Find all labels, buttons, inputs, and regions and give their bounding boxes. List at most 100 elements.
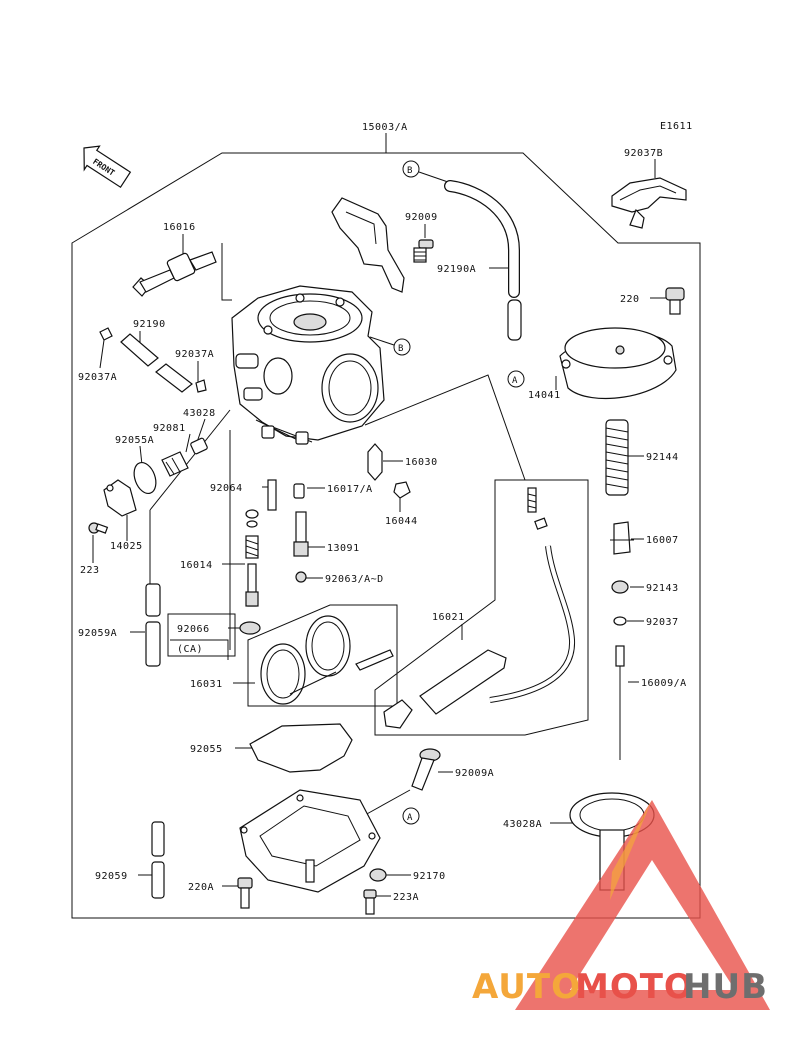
label-223A: 223A [393, 892, 419, 903]
marker-b-body: B [393, 338, 411, 356]
screw-223A [363, 889, 377, 915]
label-16017A: 16017/A [327, 484, 373, 495]
marker-b-body-label: B [398, 344, 403, 354]
screw-92009 [413, 239, 434, 263]
label-15003A: 15003/A [362, 122, 408, 133]
watermark-logo: AUTO MOTO HUB [472, 800, 770, 1010]
screw-16014 [245, 535, 259, 607]
float-bowl [239, 789, 381, 893]
label-92170: 92170 [413, 871, 446, 882]
marker-a-top-label: A [512, 376, 518, 386]
label-92009: 92009 [405, 212, 438, 223]
clamp-92037B [611, 177, 687, 229]
marker-a-bottom: A [402, 807, 420, 825]
holder-16007 [610, 521, 634, 555]
label-43028: 43028 [183, 408, 216, 419]
label-92064: 92064 [210, 483, 243, 494]
label-16031: 16031 [190, 679, 223, 690]
label-16007: 16007 [646, 535, 679, 546]
label-92190: 92190 [133, 319, 166, 330]
screw-220 [665, 287, 685, 315]
label-13091: 13091 [327, 543, 360, 554]
o-ring-92055A [133, 461, 157, 495]
pilot-jet-box [167, 613, 236, 657]
figure-code: E1611 [660, 121, 693, 132]
marker-b-top-label: B [407, 166, 412, 176]
watermark-triangle-icon [515, 800, 770, 1010]
screw-220A [237, 877, 253, 909]
marker-b-top-line [418, 171, 449, 183]
label-16009A: 16009/A [641, 678, 687, 689]
clip-16044 [393, 481, 411, 499]
valve-16016 [132, 251, 217, 297]
spring-92144 [605, 419, 629, 496]
needle-valve-16030 [367, 443, 383, 481]
label-92190A: 92190A [437, 264, 476, 275]
jet-16017A [293, 483, 305, 499]
clip-92037A-left [99, 327, 113, 341]
screw-223 [88, 522, 109, 534]
float-group-box [247, 604, 398, 707]
label-92055: 92055 [190, 744, 223, 755]
parts-92064 [245, 479, 277, 528]
label-92037: 92037 [646, 617, 679, 628]
label-92059: 92059 [95, 871, 128, 882]
screw-92009A [411, 748, 441, 791]
hose-92190A [444, 180, 522, 341]
needle-16009A [615, 645, 625, 760]
label-92081: 92081 [153, 423, 186, 434]
clip-92037A [195, 379, 207, 393]
jet-13091 [293, 511, 309, 557]
tube-92059 [151, 821, 165, 899]
cable-leader [364, 374, 526, 481]
label-92063: 92063/A~D [325, 574, 384, 585]
watermark-text-hub: HUB [683, 967, 768, 1007]
label-92055A: 92055A [115, 435, 154, 446]
watermark-text-moto: MOTO [575, 967, 694, 1007]
label-92009A: 92009A [455, 768, 494, 779]
front-arrow-icon: FRONT [83, 145, 132, 189]
plug-92066 [239, 621, 261, 635]
tube-92059A [145, 583, 161, 667]
jets-group-leader [149, 409, 231, 511]
label-16044: 16044 [385, 516, 418, 527]
throttle-group-box [374, 479, 589, 736]
label-14041: 14041 [528, 390, 561, 401]
assembly-outline [71, 152, 701, 919]
label-14025: 14025 [110, 541, 143, 552]
marker-b-body-line [369, 336, 395, 346]
label-92037A-left: 92037A [78, 372, 117, 383]
cover-14041 [559, 327, 677, 400]
carburetor-body [231, 285, 385, 445]
marker-b-top: B [402, 160, 420, 178]
clip-92037 [613, 616, 627, 626]
bracket [331, 197, 405, 293]
label-92144: 92144 [646, 452, 679, 463]
label-92143: 92143 [646, 583, 679, 594]
label-92066: 92066 [177, 624, 210, 635]
label-223: 223 [80, 565, 100, 576]
drain-leader [364, 789, 411, 816]
label-16014: 16014 [180, 560, 213, 571]
jet-43028 [161, 437, 208, 477]
label-16016: 16016 [163, 222, 196, 233]
float-16031 [260, 615, 394, 705]
label-92059A: 92059A [78, 628, 117, 639]
marker-a-top: A [507, 370, 525, 388]
label-43028A: 43028A [503, 819, 542, 830]
spacer-92143 [611, 580, 629, 594]
label-16021: 16021 [432, 612, 465, 623]
marker-a-bottom-label: A [407, 813, 413, 823]
label-92037B: 92037B [624, 148, 663, 159]
washer-92170 [369, 868, 387, 882]
nut-92063 [295, 571, 307, 583]
watermark-text-auto: AUTO [472, 967, 581, 1007]
throttle-16021 [383, 487, 576, 729]
label-92037A: 92037A [175, 349, 214, 360]
label-220: 220 [620, 294, 640, 305]
gasket-92055 [249, 723, 353, 773]
tube-92190 [120, 333, 193, 393]
label-16030: 16030 [405, 457, 438, 468]
